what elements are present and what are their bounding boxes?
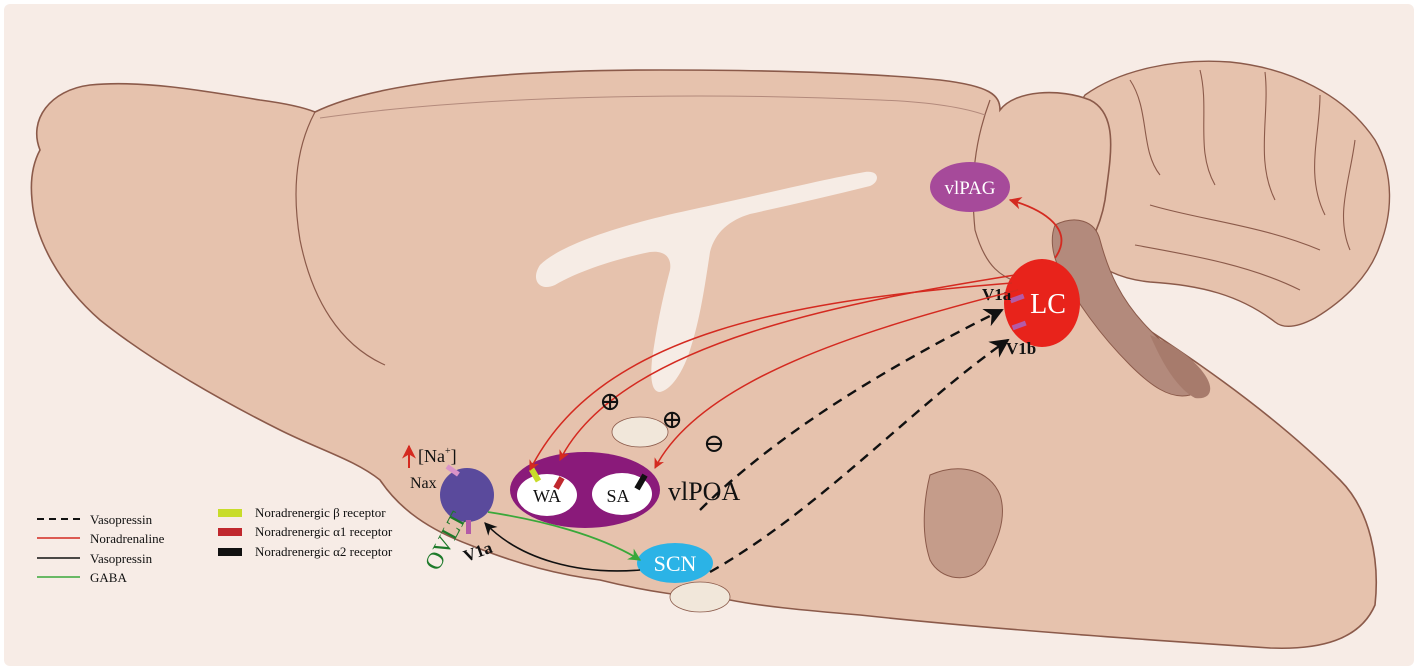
legend-label-noradrenaline: Noradrenaline [90, 531, 165, 546]
na-bracket-text: [Na [418, 446, 445, 466]
scn-region [637, 543, 713, 583]
legend-label-beta: Noradrenergic β receptor [255, 505, 386, 520]
vlpoa-label: vlPOA [668, 477, 740, 506]
brainstem-fold-lower [1150, 335, 1211, 399]
gaba-ovlt-to-scn [487, 511, 642, 561]
legend-swatch-beta [218, 509, 242, 517]
sa-label: SA [606, 486, 629, 506]
lc-label: LC [1030, 289, 1066, 320]
inhibitory-symbol: ⊖ [703, 429, 725, 458]
cortex-inner-line [319, 95, 986, 119]
legend-label-alpha2: Noradrenergic α2 receptor [255, 544, 393, 559]
legend-right: Noradrenergic β receptor Noradrenergic α… [218, 505, 393, 559]
legend-label-vasopressin-solid: Vasopressin [90, 551, 153, 566]
lc-v1a-receptor [1009, 293, 1025, 304]
noradrenaline-lc-to-wa-1 [559, 274, 1016, 461]
cerebellum-folds [1129, 69, 1356, 291]
vasopressin-scn-to-ovlt [484, 522, 641, 572]
ovlt-region [440, 468, 494, 522]
scn-label: SCN [654, 551, 697, 576]
ventral-fold [923, 468, 1003, 579]
vlpag-region [930, 162, 1010, 212]
sa-a2-receptor [634, 473, 648, 491]
brain-outline [30, 69, 1378, 650]
wa-region [517, 474, 577, 516]
ovlt-nax-receptor [445, 464, 460, 477]
wa-beta-receptor [528, 467, 542, 483]
noradrenaline-lc-to-vlpag [1008, 197, 1063, 259]
pale-nucleus-upper [611, 416, 669, 448]
noradrenaline-lc-to-sa [654, 289, 1019, 469]
legend-label-vasopressin-dashed: Vasopressin [90, 512, 153, 527]
legend-label-alpha1: Noradrenergic α1 receptor [255, 524, 393, 539]
wa-label: WA [533, 486, 561, 506]
excitatory-symbol-2: ⊕ [661, 405, 683, 434]
ovlt-v1a-receptor [466, 520, 471, 534]
excitatory-symbol-1: ⊕ [599, 387, 621, 416]
legend-left: Vasopressin Noradrenaline Vasopressin GA… [37, 512, 165, 585]
legend-label-gaba: GABA [90, 570, 127, 585]
legend-swatch-alpha2 [218, 548, 242, 556]
vlpag-label: vlPAG [944, 178, 995, 199]
wa-a1-receptor [553, 476, 565, 490]
legend-swatch-alpha1 [218, 528, 242, 536]
lc-v1b-label: V1b [1006, 339, 1036, 358]
lateral-ventricle [535, 171, 877, 392]
vasopressin-scn-to-lc-v1b [709, 338, 1010, 574]
nax-label: Nax [410, 475, 437, 492]
pale-nucleus-lower [669, 581, 731, 613]
lc-v1b-receptor [1011, 320, 1027, 331]
noradrenaline-lc-to-wa-2 [529, 282, 1013, 471]
na-concentration-label: [Na+] [418, 446, 457, 466]
na-bracket-close: ] [451, 446, 457, 466]
lc-v1a-label: V1a [982, 285, 1012, 304]
olfactory-boundary [295, 111, 386, 366]
na-superscript: + [445, 446, 451, 457]
